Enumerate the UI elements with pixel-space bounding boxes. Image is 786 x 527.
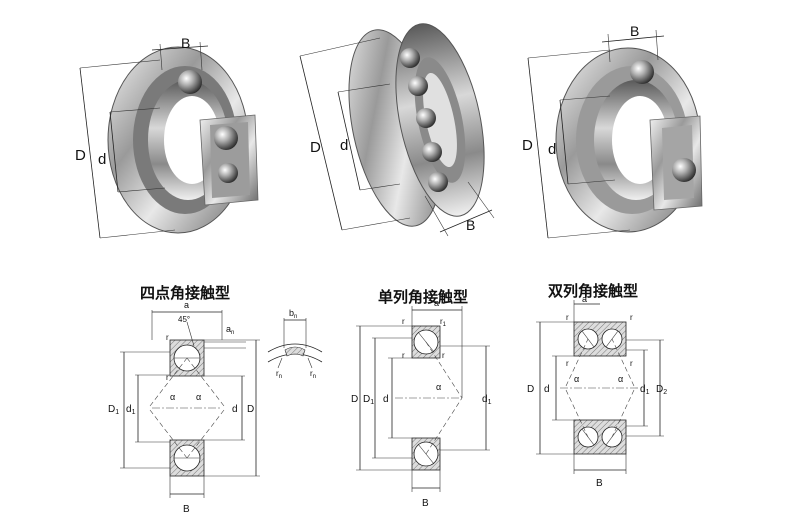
label-alpha-double-row-2: α	[618, 374, 623, 384]
label-r-single-row-2: r	[402, 351, 405, 360]
label-d-photo2: d	[340, 137, 348, 154]
four-point-detail-inset	[267, 318, 323, 369]
label-D-photo2: D	[310, 139, 321, 156]
label-D-photo3: D	[522, 137, 533, 154]
title-four-point: 四点角接触型	[140, 284, 230, 302]
label-d-four-point: d	[232, 404, 238, 415]
label-d1-four-point: d1	[126, 404, 136, 416]
label-bn: bn	[289, 308, 297, 320]
label-d1-single-row: d1	[482, 394, 492, 406]
label-d-photo3: d	[548, 141, 556, 158]
section-double-row	[536, 300, 664, 474]
bearing-render-four-point	[79, 41, 259, 239]
label-B-single-row: B	[422, 498, 429, 509]
label-a-single-row: a	[434, 298, 439, 308]
label-r-four-point-2: r	[166, 373, 169, 382]
label-an-four-point: an	[226, 324, 234, 336]
label-B-photo2: B	[466, 217, 475, 233]
label-d-double-row: d	[544, 384, 550, 395]
label-D1-four-point: D1	[108, 404, 119, 416]
label-D2-double-row: D2	[656, 384, 667, 396]
label-r1-single-row: r1	[440, 317, 447, 328]
label-alpha-four-point-2: α	[196, 392, 201, 402]
label-d1-double-row: d1	[640, 384, 650, 396]
label-a-four-point: a	[184, 300, 189, 310]
label-r-single-row-1: r	[402, 317, 405, 326]
label-r-single-row-3: r	[442, 351, 445, 360]
label-B-four-point: B	[183, 504, 190, 515]
label-D-four-point: D	[247, 404, 254, 415]
section-four-point	[120, 310, 260, 498]
label-alpha-double-row-1: α	[574, 374, 579, 384]
label-alpha-four-point-1: α	[170, 392, 175, 402]
label-B-double-row: B	[596, 478, 603, 489]
label-rn-1: rn	[276, 369, 282, 380]
label-D-photo1: D	[75, 147, 86, 164]
label-r-double-row-1: r	[566, 313, 569, 322]
label-angle45: 45°	[178, 315, 190, 324]
label-r-double-row-4: r	[630, 359, 633, 368]
label-D-single-row: D	[351, 394, 358, 405]
bearing-render-single-row	[299, 23, 495, 237]
title-single-row: 单列角接触型	[378, 288, 468, 306]
label-B-photo1: B	[181, 35, 190, 51]
label-D1-single-row: D1	[363, 394, 374, 406]
label-a-double-row: a	[582, 294, 587, 304]
label-r-double-row-3: r	[566, 359, 569, 368]
label-r-four-point-1: r	[166, 333, 169, 342]
label-r-double-row-2: r	[630, 313, 633, 322]
title-double-row: 双列角接触型	[548, 282, 638, 300]
section-single-row	[356, 306, 490, 492]
label-B-photo3: B	[630, 23, 639, 39]
label-d-single-row: d	[383, 394, 389, 405]
label-D-double-row: D	[527, 384, 534, 395]
bearing-render-double-row	[527, 29, 703, 239]
label-d-photo1: d	[98, 151, 106, 168]
label-alpha-single-row: α	[436, 382, 441, 392]
label-rn-2: rn	[310, 369, 316, 380]
